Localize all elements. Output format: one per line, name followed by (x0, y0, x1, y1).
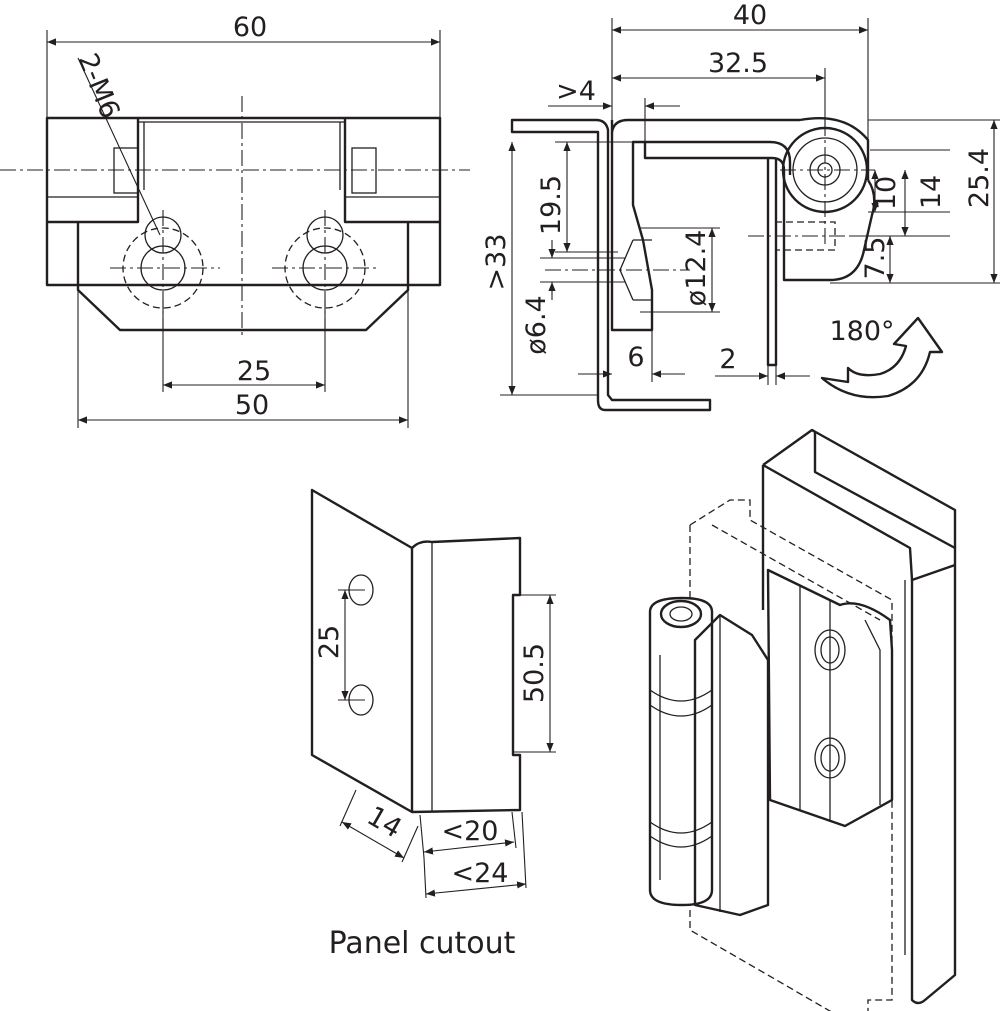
front-base-sides (76, 222, 410, 285)
dim-14-label: 14 (916, 175, 947, 209)
cut-dim-24-ext-left (423, 857, 427, 899)
iso-knuckle-joints (649, 689, 713, 848)
cut-dim-14-ext-left (339, 789, 357, 827)
iso-leaf-hole-lower-inner (820, 744, 840, 772)
front-base-trapezoid (76, 285, 410, 332)
isometric-hinge (648, 428, 957, 1011)
dim-gap-label: >4 (556, 76, 596, 107)
iso-phantom-edge (689, 525, 832, 1011)
dim-25-label: 25 (237, 356, 271, 387)
cut-dim-24-ext-right (521, 811, 527, 889)
cut-dim-14-ext-right (401, 825, 419, 863)
dim-6-label: 6 (627, 342, 644, 373)
iso-frame-profile (762, 428, 957, 1005)
front-knuckle (138, 121, 345, 190)
iso-pin-top (669, 606, 693, 622)
dim-d6-label: ø6.4 (521, 295, 552, 354)
cut-dim-24-label: <24 (452, 858, 509, 889)
cut-dim-20-ext-right (511, 811, 517, 849)
dim-33-label: >33 (481, 234, 512, 291)
dim-32-5-label: 32.5 (708, 48, 768, 79)
side-frame-top (610, 118, 800, 134)
side-view: 40 32.5 >4 19.5 >33 ø6.4 ø12.4 6 (481, 0, 1000, 412)
cut-dim-50-label: 50.5 (519, 643, 550, 703)
iso-frame-top (811, 428, 957, 548)
cut-dim-25-label: 25 (314, 625, 345, 659)
iso-knuckle-top (659, 599, 703, 629)
iso-leaf-lines (799, 585, 881, 822)
cut-dim-24-line (425, 881, 527, 897)
thread-leader (77, 57, 161, 236)
front-view: 60 2-M6 25 50 (0, 12, 470, 428)
panel-cutout-caption: Panel cutout (329, 926, 516, 961)
cutout-right-face (411, 536, 522, 814)
cut-dim-20-ext-left (419, 814, 425, 859)
iso-frame-leaf (766, 568, 894, 828)
cutout-view: 25 50.5 14 <20 <24 Panel cutout (310, 488, 556, 961)
dim-19-5-label: 19.5 (536, 175, 567, 235)
dim-d12-label: ø12.4 (681, 230, 712, 307)
rotation-label: 180° (829, 316, 894, 347)
iso-knuckle (648, 596, 714, 907)
cut-dim-20-line (423, 839, 515, 855)
iso-leaf-hole-upper-inner (820, 636, 840, 664)
iso-phantom-panel (689, 499, 893, 1011)
iso-leaf-hole-lower (814, 737, 846, 779)
iso-leaf-hole-upper (814, 629, 846, 671)
iso-phantom-top (711, 524, 881, 621)
side-panel-bracket (510, 118, 712, 412)
dim-25-4-label: 25.4 (964, 148, 995, 208)
rotation-arrow-icon (820, 316, 944, 399)
iso-frame-inner (761, 463, 914, 610)
cut-dim-20-label: <20 (442, 816, 499, 847)
cut-dim-14-line (341, 821, 405, 859)
front-plate-outline (45, 116, 442, 287)
dim-50-label: 50 (235, 390, 269, 421)
dim-2-label: 2 (719, 344, 736, 375)
dim-60-label: 60 (233, 12, 267, 43)
cut-dim-14-label: 14 (362, 801, 407, 845)
iso-door-leaf (693, 613, 770, 917)
dim-10-label: 10 (871, 176, 902, 210)
dim-40-label: 40 (733, 0, 767, 31)
dim-7-5-label: 7.5 (860, 237, 891, 280)
side-door-leaf (766, 158, 778, 367)
side-leaf-line (645, 140, 792, 175)
thread-note-label: 2-M6 (72, 49, 126, 123)
